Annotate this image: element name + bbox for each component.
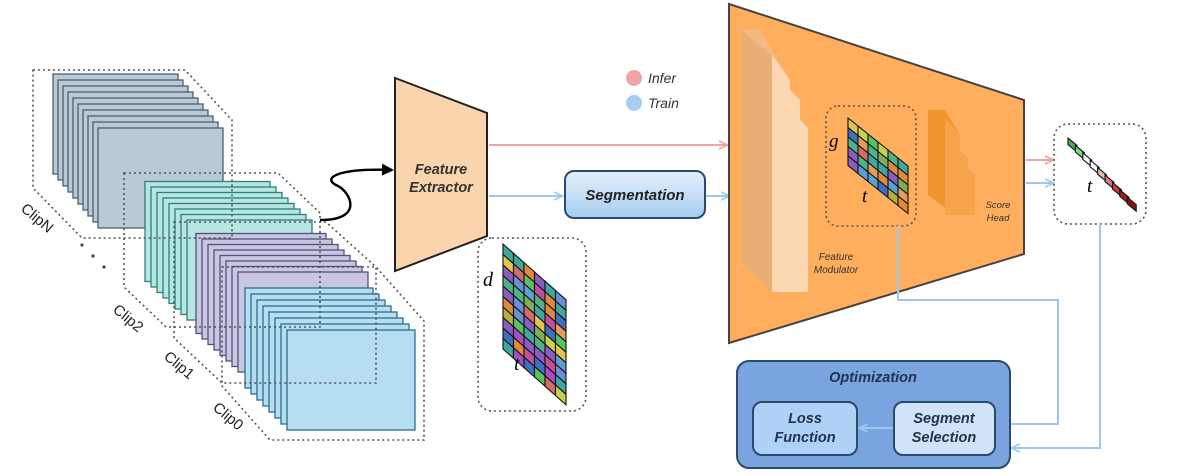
- loss-function-box: [752, 401, 858, 456]
- clip2-frame: [123, 172, 321, 328]
- legend-train-label: Train: [648, 95, 679, 111]
- clip-dotted-frames: [32, 69, 425, 441]
- score-vector-label: t: [1087, 176, 1093, 197]
- score-head-label-2: Head: [987, 213, 1010, 224]
- feature-extractor-shape: [394, 76, 488, 273]
- clipN-label: ClipN: [17, 200, 56, 237]
- clip0-label: Clip0: [209, 399, 246, 434]
- segmentation-box: [564, 170, 706, 219]
- feature-modulator-label-2: Modulator: [814, 265, 859, 276]
- segmentation-label: Segmentation: [585, 187, 684, 204]
- feature-modulator: g t Feature Modulator Score Head: [728, 2, 1025, 345]
- loss-function-label-2: Function: [774, 430, 835, 446]
- train-path-matrix-to-segment-selection: [897, 226, 1059, 424]
- score-head-label-1: Score: [986, 200, 1011, 211]
- segmentation-block: Segmentation: [564, 170, 706, 219]
- clip1-label: Clip1: [160, 348, 197, 383]
- score-vector-cells: [1067, 136, 1137, 213]
- modulator-matrix-cell: [897, 194, 909, 215]
- segment-selection-label-2: Selection: [912, 430, 977, 446]
- segment-selection-label-1: Segment: [913, 411, 975, 427]
- score-vector: t: [1053, 123, 1147, 225]
- modulator-matrix-col-label: t: [862, 186, 868, 207]
- feature-matrix: d t: [477, 237, 587, 412]
- legend: Infer Train: [626, 70, 679, 111]
- clip1-frame: [173, 221, 377, 384]
- feature-matrix-col-label: t: [514, 353, 520, 375]
- legend-infer-dot: [626, 70, 642, 86]
- feature-extractor-label-2: Extractor: [409, 180, 474, 196]
- clip0-frame: [286, 329, 416, 431]
- video-clips: ClipN Clip2 Clip1 Clip0: [17, 69, 425, 441]
- loss-function-label-1: Loss: [788, 411, 822, 427]
- modulator-inner-block: [742, 30, 808, 292]
- clip2-label: Clip2: [109, 301, 146, 336]
- feature-matrix-frame: [477, 237, 587, 412]
- train-path-scores-to-optimization: [1012, 224, 1101, 448]
- clip-ellipsis: [80, 243, 106, 269]
- clipN-frame: [32, 69, 233, 239]
- modulator-matrix-row-label: g: [829, 131, 839, 152]
- feature-matrix-cell: [554, 383, 567, 407]
- optimization-block: Optimization Loss Function Segment Selec…: [736, 360, 1011, 469]
- score-head-block: [928, 110, 975, 215]
- feature-modulator-label-1: Feature: [819, 252, 854, 263]
- segment-selection-box: [893, 401, 996, 456]
- optimization-title: Optimization: [829, 370, 917, 386]
- score-cell: [1126, 196, 1137, 213]
- feature-matrix-row-label: d: [483, 269, 494, 291]
- legend-train-dot: [626, 95, 642, 111]
- modulator-matrix-grid: [847, 116, 909, 215]
- clip0-frame: [221, 266, 425, 441]
- clips-to-extractor-arrow: [319, 163, 394, 222]
- legend-infer-label: Infer: [648, 70, 677, 86]
- feature-matrix-grid: [502, 242, 567, 407]
- clip0-stack: [244, 287, 416, 431]
- feature-extractor-label-1: Feature: [415, 162, 467, 178]
- feature-extractor: Feature Extractor: [394, 76, 488, 273]
